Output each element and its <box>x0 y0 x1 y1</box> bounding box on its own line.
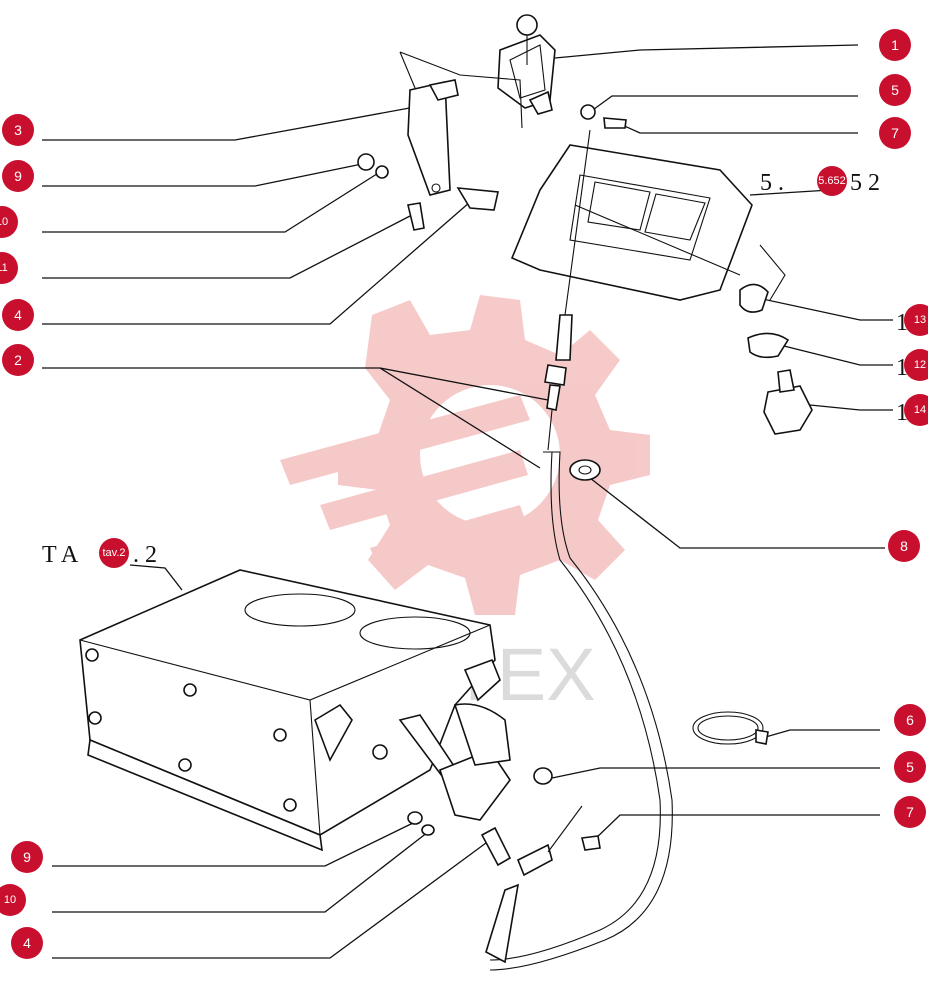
callout-5-top[interactable]: 5 <box>879 74 911 106</box>
svg-text:9: 9 <box>23 849 31 865</box>
svg-text:10: 10 <box>0 216 8 228</box>
knob-13 <box>739 283 769 313</box>
svg-text:1: 1 <box>891 37 899 53</box>
callouts: 1 5 7 3 9 10 11 4 2 13 12 14 8 6 5 7 9 1… <box>0 29 928 959</box>
bolt-5-top <box>580 104 596 120</box>
callout-11[interactable]: 11 <box>0 252 18 284</box>
bolt-5-bottom <box>533 767 553 785</box>
svg-text:10: 10 <box>4 894 16 906</box>
nut-9-bottom <box>407 811 423 825</box>
fasteners-top <box>357 104 627 231</box>
callout-6[interactable]: 6 <box>894 704 926 736</box>
svg-text:7: 7 <box>891 125 899 141</box>
callout-7-top[interactable]: 7 <box>879 117 911 149</box>
callout-4-top[interactable]: 4 <box>2 299 34 331</box>
washer-10-top <box>375 165 389 179</box>
ref-left-badge-text: tav.2 <box>102 547 125 559</box>
floor-plate <box>510 144 786 301</box>
svg-text:13: 13 <box>914 314 926 326</box>
pin-7-top <box>603 117 627 129</box>
ref-label-top-right: 5 . 5.652 5 2 <box>760 166 880 196</box>
svg-text:12: 12 <box>914 359 926 371</box>
clevis-4-top <box>456 187 499 211</box>
ref-top-badge-text: 5.652 <box>818 175 846 187</box>
clamp-6 <box>692 711 769 745</box>
pad-12 <box>747 332 790 359</box>
ref-top-badge <box>817 166 847 196</box>
callout-2[interactable]: 2 <box>2 344 34 376</box>
transmission-box <box>79 569 511 852</box>
svg-text:5: 5 <box>906 759 914 775</box>
nut-9-top <box>357 153 375 171</box>
svg-text:9: 9 <box>14 168 22 184</box>
svg-text:4: 4 <box>14 307 22 323</box>
nut-8 <box>569 459 601 481</box>
callout-1[interactable]: 1 <box>879 29 911 61</box>
clevis-4-bottom <box>480 826 512 867</box>
callout-9-top[interactable]: 9 <box>2 160 34 192</box>
svg-text:6: 6 <box>906 712 914 728</box>
fasteners-bottom <box>407 767 601 867</box>
mounting-bracket <box>399 51 523 196</box>
ref-top-prefix: 5 . <box>760 170 784 196</box>
gear-lever-housing <box>497 14 556 115</box>
callout-4-bottom[interactable]: 4 <box>11 927 43 959</box>
svg-text:2: 2 <box>14 352 22 368</box>
callout-8[interactable]: 8 <box>888 530 920 562</box>
ref-left-badge <box>99 538 129 568</box>
switch-14 <box>763 385 813 435</box>
ref-top-suffix: 5 2 <box>850 170 880 196</box>
right-parts <box>739 283 813 435</box>
svg-text:4: 4 <box>23 935 31 951</box>
callout-10-top[interactable]: 10 <box>0 206 18 238</box>
ref-label-left: T A tav.2 . 2 <box>42 538 157 568</box>
svg-text:7: 7 <box>906 804 914 820</box>
callout-12[interactable]: 12 <box>904 349 928 381</box>
svg-text:11: 11 <box>0 262 8 274</box>
callout-10-bottom[interactable]: 10 <box>0 884 26 916</box>
leader-lines <box>42 44 893 959</box>
callout-13[interactable]: 13 <box>904 304 928 336</box>
pin-7-bottom <box>581 835 601 851</box>
svg-text:5: 5 <box>891 82 899 98</box>
svg-text:3: 3 <box>14 122 22 138</box>
ref-left-suffix: . 2 <box>133 542 157 568</box>
control-cable <box>485 129 673 971</box>
callout-3[interactable]: 3 <box>2 114 34 146</box>
ref-left-prefix: T A <box>42 542 79 568</box>
callout-5-bottom[interactable]: 5 <box>894 751 926 783</box>
washer-10-bottom <box>421 824 435 836</box>
svg-text:8: 8 <box>900 538 908 554</box>
callout-9-bottom[interactable]: 9 <box>11 841 43 873</box>
svg-text:14: 14 <box>914 404 926 416</box>
callout-7-bottom[interactable]: 7 <box>894 796 926 828</box>
bolt-11-top <box>407 202 425 231</box>
callout-14[interactable]: 14 <box>904 394 928 426</box>
